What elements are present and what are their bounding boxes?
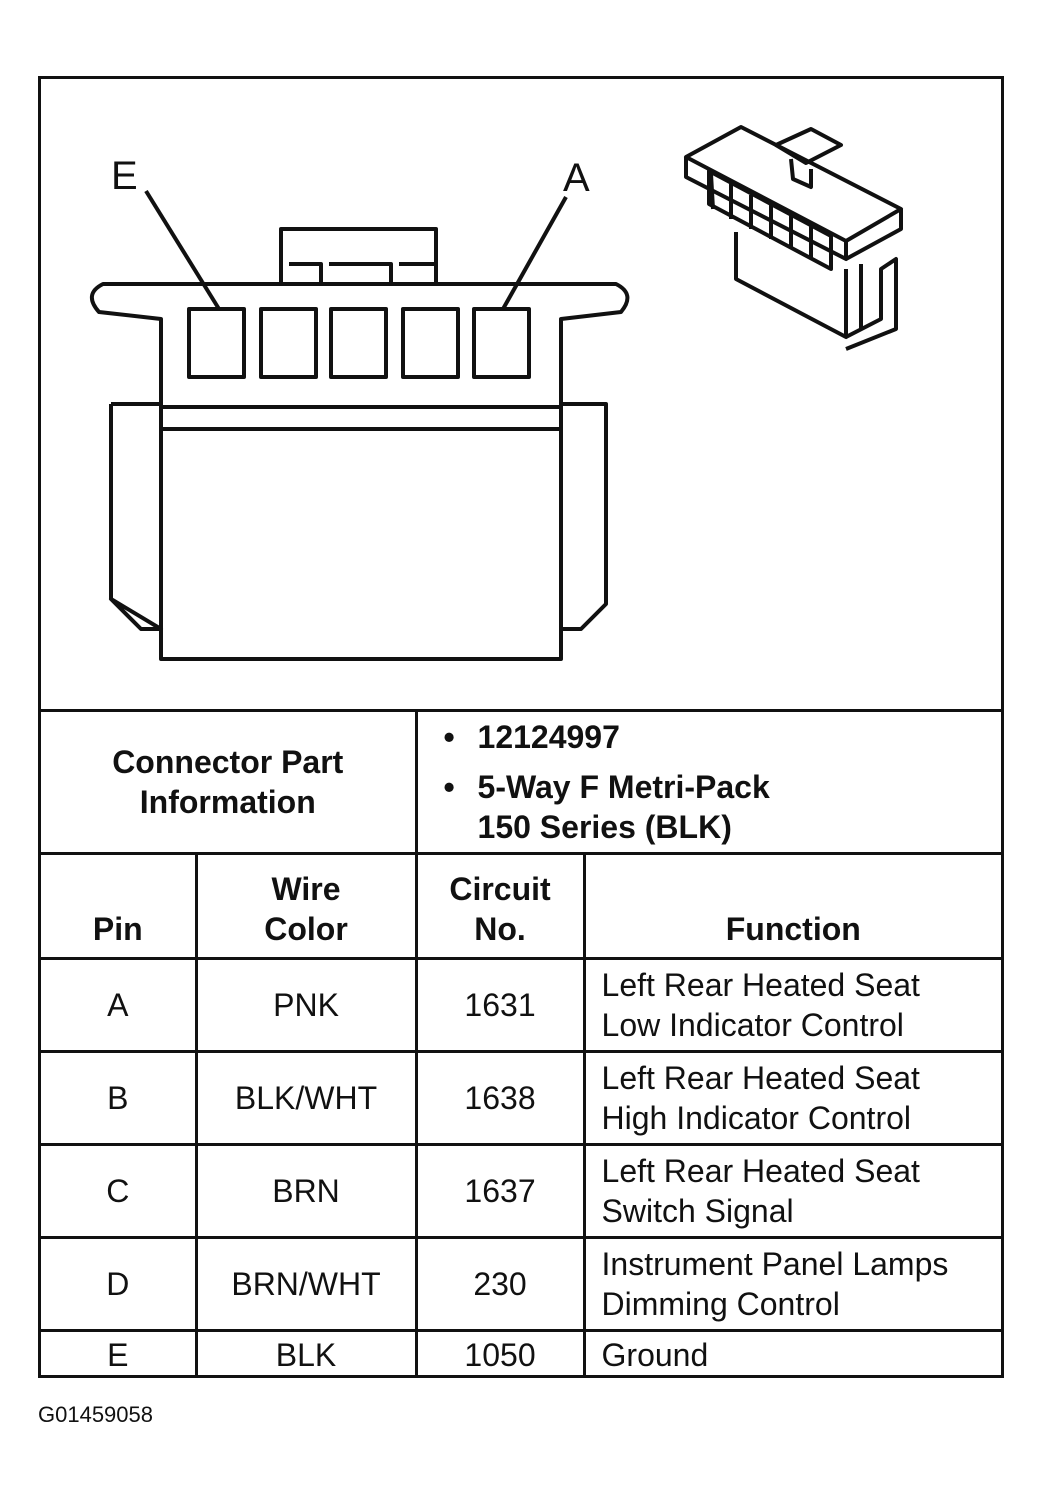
pin-cell: C [41, 1143, 198, 1239]
circuit-cell: 1637 [414, 1143, 586, 1239]
table-header-row: Pin Wire Color Circuit No. Function [41, 852, 1002, 960]
table-row: B BLK/WHT 1638 Left Rear Heated Seat Hig… [41, 1050, 1002, 1146]
connector-pinout-table: Connector Part Information 12124997 5-Wa… [41, 709, 1002, 1378]
function-cell: Left Rear Heated Seat Low Indicator Cont… [582, 957, 1002, 1053]
wire-color-cell: BLK/WHT [194, 1050, 418, 1146]
pin-cavity-b [401, 307, 460, 379]
pin-cavity-d [259, 307, 318, 379]
wire-color-cell: BRN [194, 1143, 418, 1239]
header-wire-color: Wire Color [194, 852, 418, 960]
leader-line-a [501, 196, 568, 310]
pin-cell: B [41, 1050, 198, 1146]
function-cell: Left Rear Heated Seat High Indicator Con… [582, 1050, 1002, 1146]
pin-cell: A [41, 957, 198, 1053]
header-circuit-no: Circuit No. [414, 852, 586, 960]
function-cell: Ground [582, 1329, 1002, 1378]
header-pin: Pin [41, 852, 198, 960]
table-row: A PNK 1631 Left Rear Heated Seat Low Ind… [41, 957, 1002, 1053]
wire-color-cell: BLK [194, 1329, 418, 1378]
table-row: E BLK 1050 Ground [41, 1329, 1002, 1378]
circuit-cell: 230 [414, 1236, 586, 1332]
pin-cavity-c [329, 307, 388, 379]
connector-info-row: Connector Part Information 12124997 5-Wa… [41, 709, 1002, 855]
pin-cell: E [41, 1329, 198, 1378]
figure-id: G01459058 [38, 1402, 153, 1427]
diagram-frame: E A Connector Part Information 12124997 … [38, 76, 1004, 1378]
pin-cavity-a [472, 307, 531, 379]
connector-front-view [90, 189, 630, 661]
connector-illustration: E A [90, 125, 903, 661]
connector-info-values: 12124997 5-Way F Metri-Pack 150 Series (… [414, 709, 1002, 855]
connector-description: 5-Way F Metri-Pack [444, 767, 1002, 807]
part-number: 12124997 [444, 717, 1002, 757]
table-row: D BRN/WHT 230 Instrument Panel Lamps Dim… [41, 1236, 1002, 1332]
pin-cell: D [41, 1236, 198, 1332]
table-row: C BRN 1637 Left Rear Heated Seat Switch … [41, 1143, 1002, 1239]
circuit-cell: 1631 [414, 957, 586, 1053]
circuit-cell: 1050 [414, 1329, 586, 1378]
leader-line-e [144, 189, 221, 311]
pin-label-e: E [111, 154, 138, 198]
wire-color-cell: PNK [194, 957, 418, 1053]
wire-color-cell: BRN/WHT [194, 1236, 418, 1332]
pin-cavity-e [187, 307, 246, 379]
connector-isometric-view [684, 125, 903, 351]
pin-label-a: A [563, 156, 590, 200]
function-cell: Left Rear Heated Seat Switch Signal [582, 1143, 1002, 1239]
connector-description-line2: 150 Series (BLK) [477, 809, 732, 845]
connector-info-label: Connector Part Information [41, 709, 418, 855]
header-function: Function [582, 852, 1002, 960]
circuit-cell: 1638 [414, 1050, 586, 1146]
function-cell: Instrument Panel Lamps Dimming Control [582, 1236, 1002, 1332]
